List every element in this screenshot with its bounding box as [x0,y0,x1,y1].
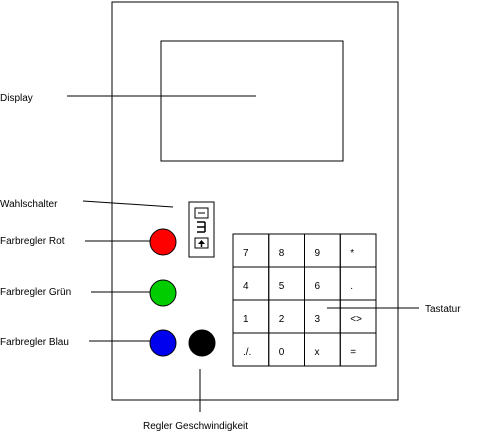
key-label: 0 [279,347,285,358]
key-label: x [315,347,320,358]
key-1-1[interactable]: 5 [268,266,305,301]
label-display: Display [0,93,33,104]
key-0-2[interactable]: 9 [304,233,341,268]
minus-icon [194,207,209,219]
key-label: 9 [315,248,321,259]
key-label: <> [350,314,362,325]
key-border [339,266,377,301]
key-border [268,299,305,334]
key-border [304,233,341,268]
key-border [339,332,377,367]
key-0-1[interactable]: 8 [268,233,305,268]
key-3-3[interactable]: = [339,332,377,367]
knob-green[interactable] [149,279,177,307]
key-2-1[interactable]: 2 [268,299,305,334]
knob-blue[interactable] [149,329,177,357]
key-1-3[interactable]: . [339,266,377,301]
key-label: * [350,248,354,259]
key-label: ./. [243,347,251,358]
key-border [232,299,270,334]
key-label: . [350,281,353,292]
label-wahlschalter: Wahlschalter [0,199,58,210]
key-border [304,266,341,301]
key-2-0[interactable]: 1 [232,299,270,334]
key-3-2[interactable]: x [304,332,341,367]
key-3-1[interactable]: 0 [268,332,305,367]
selector-switch[interactable] [188,201,215,258]
leader-wahlschalter [82,200,174,208]
key-0-3[interactable]: * [339,233,377,268]
key-label: 6 [315,281,321,292]
label-farbregler-blau: Farbregler Blau [0,337,69,348]
key-border [268,233,305,268]
device-body [111,1,399,401]
label-farbregler-rot: Farbregler Rot [0,236,65,247]
key-border [268,332,305,367]
three-bars-icon [197,221,206,233]
key-3-0[interactable]: ./. [232,332,270,367]
key-1-0[interactable]: 4 [232,266,270,301]
label-regler-geschwindigkeit: Regler Geschwindigkeit [143,421,248,431]
key-2-3[interactable]: <> [339,299,377,334]
display-screen [160,40,344,162]
selector-switch-frame [188,201,215,258]
key-border [268,266,305,301]
knob-speed[interactable] [188,329,216,357]
key-border [232,266,270,301]
label-tastatur: Tastatur [425,304,461,315]
key-label: 5 [279,281,285,292]
key-border [339,233,377,268]
key-label: 8 [279,248,285,259]
key-label: 1 [243,314,249,325]
key-label: = [350,347,356,358]
key-border [232,233,270,268]
keypad: 7 8 9 * 4 5 6. 1 2 3 <> ./. 0 x = [232,233,377,367]
key-border [304,299,341,334]
key-label: 2 [279,314,285,325]
key-label: 4 [243,281,249,292]
key-2-2[interactable]: 3 [304,299,341,334]
key-1-2[interactable]: 6 [304,266,341,301]
key-label: 7 [243,248,249,259]
key-0-0[interactable]: 7 [232,233,270,268]
key-border [304,332,341,367]
key-label: 3 [315,314,321,325]
label-farbregler-gruen: Farbregler Grün [0,287,71,298]
arrow-up-icon [194,237,209,249]
knob-red[interactable] [149,228,177,256]
